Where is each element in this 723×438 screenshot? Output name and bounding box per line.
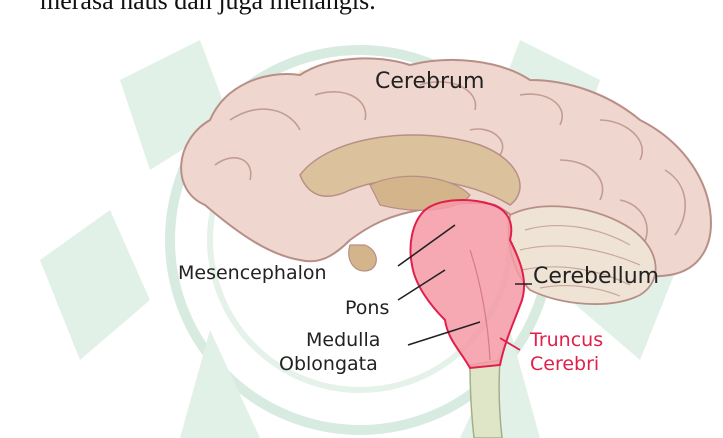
label-cerebellum: Cerebellum [533, 264, 659, 289]
label-truncus-line1: Truncus [529, 329, 603, 351]
label-cerebrum: Cerebrum [375, 69, 484, 94]
pituitary-shape [349, 245, 377, 271]
label-pons: Pons [345, 297, 389, 319]
label-truncus-line2: Cerebri [530, 353, 599, 375]
label-medulla-line2: Oblongata [279, 353, 378, 375]
spinal-cord-shape [470, 360, 502, 438]
label-mesencephalon: Mesencephalon [178, 262, 327, 284]
label-medulla-line1: Medulla [306, 329, 380, 351]
